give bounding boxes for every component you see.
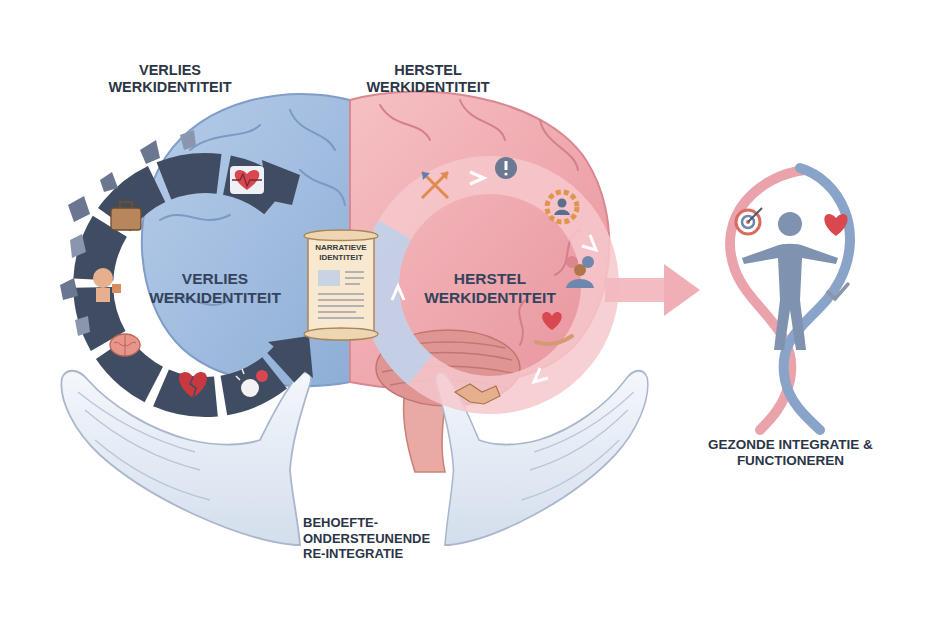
person-body	[554, 210, 570, 215]
loss-shard	[180, 130, 196, 150]
gear-shape	[547, 192, 577, 222]
loss-shard	[70, 234, 86, 258]
recovery-cycle-blue-arc	[380, 230, 420, 370]
scroll-text-lines	[318, 272, 364, 318]
puzzle-piece	[112, 284, 121, 293]
check-mark	[828, 284, 848, 299]
exclamation-dot	[504, 172, 507, 175]
gear-person-icon	[547, 192, 577, 222]
loss-cycle-arrowhead	[268, 336, 313, 378]
loss-shard	[140, 140, 160, 164]
head-shape	[495, 157, 517, 179]
heart-hand-icon	[536, 312, 572, 344]
recovery-cycle-ring	[380, 175, 600, 395]
heart-pulse-icon	[230, 166, 264, 194]
person-head	[778, 212, 802, 236]
loss-shard	[100, 172, 118, 192]
heart-crack	[190, 377, 196, 398]
person-head	[558, 199, 567, 208]
handshake-shape	[455, 384, 500, 404]
brain-shape	[110, 334, 140, 356]
scroll-picture	[318, 270, 340, 286]
stress-burst	[256, 370, 268, 382]
head-exclamation-icon	[495, 157, 517, 179]
stressed-head-icon	[236, 369, 268, 397]
support-label: BEHOEFTE- ONDERSTEUNENDE RE-INTEGRATIE	[303, 515, 443, 562]
loss-shard	[75, 316, 90, 336]
narrative-scroll	[304, 230, 378, 340]
head-shape	[241, 379, 259, 397]
flow-arrow	[605, 278, 674, 302]
loss-cycle: VERLIES WERKIDENTITEIT VERLIES WERKIDENTI…	[60, 55, 350, 400]
head-puzzle-icon	[93, 268, 121, 302]
heart-shape	[179, 372, 207, 398]
head-shape	[93, 268, 113, 288]
person-head	[574, 264, 586, 276]
brain-icon	[110, 334, 140, 356]
arrow-lines	[422, 172, 448, 198]
handshake-icon	[455, 384, 500, 404]
briefcase-icon	[111, 202, 141, 230]
person-body	[742, 244, 838, 350]
loss-cycle-shard	[262, 160, 300, 205]
scroll-bottom-roll	[304, 328, 378, 340]
arrow-head	[422, 172, 430, 180]
arrow-head	[440, 172, 448, 180]
people-group-icon	[566, 256, 594, 288]
exclamation-bar	[505, 161, 508, 170]
crossing-arrows-icon	[422, 172, 448, 198]
ring-chevrons	[392, 172, 596, 382]
recovery-cycle: HERSTEL WERKIDENTITEITHERSTEL WERKIDENTI…	[350, 45, 605, 390]
open-hand	[536, 336, 572, 344]
people-bodies	[566, 279, 594, 288]
scroll-paper	[308, 234, 374, 336]
scroll-title: NARRATIEVE IDENTITEIT	[308, 243, 374, 262]
heart-shape	[542, 312, 561, 330]
narrative-scroll-box: NARRATIEVE IDENTITEIT	[306, 232, 376, 338]
heart-shape	[824, 214, 847, 236]
loss-shard	[68, 196, 90, 222]
brain-folds	[114, 335, 136, 356]
briefcase-body	[111, 208, 141, 230]
loss-shard	[60, 278, 78, 300]
integration-figure-box: GEZONDE INTEGRATIE & FUNCTIONEREN	[700, 175, 890, 475]
finger-lines	[522, 392, 634, 500]
briefcase-handle	[120, 202, 132, 208]
cycle-heading: HERSTEL WERKIDENTITEIT	[343, 62, 513, 97]
cycle-heading: VERLIES WERKIDENTITEIT	[85, 62, 255, 97]
cycle-label: VERLIES WERKIDENTITEIT	[130, 270, 300, 307]
icon-plate	[230, 166, 264, 194]
cycle-label: HERSTEL WERKIDENTITEIT	[405, 270, 575, 307]
pulse-line	[232, 174, 262, 186]
broken-heart-icon	[179, 372, 207, 398]
integration-figure	[730, 168, 850, 430]
figure-caption: GEZONDE INTEGRATIE & FUNCTIONEREN	[698, 437, 883, 469]
neck-shape	[96, 288, 110, 302]
target-arrow	[748, 208, 762, 222]
scroll-top-roll	[304, 230, 378, 241]
stress-lines	[236, 369, 244, 380]
